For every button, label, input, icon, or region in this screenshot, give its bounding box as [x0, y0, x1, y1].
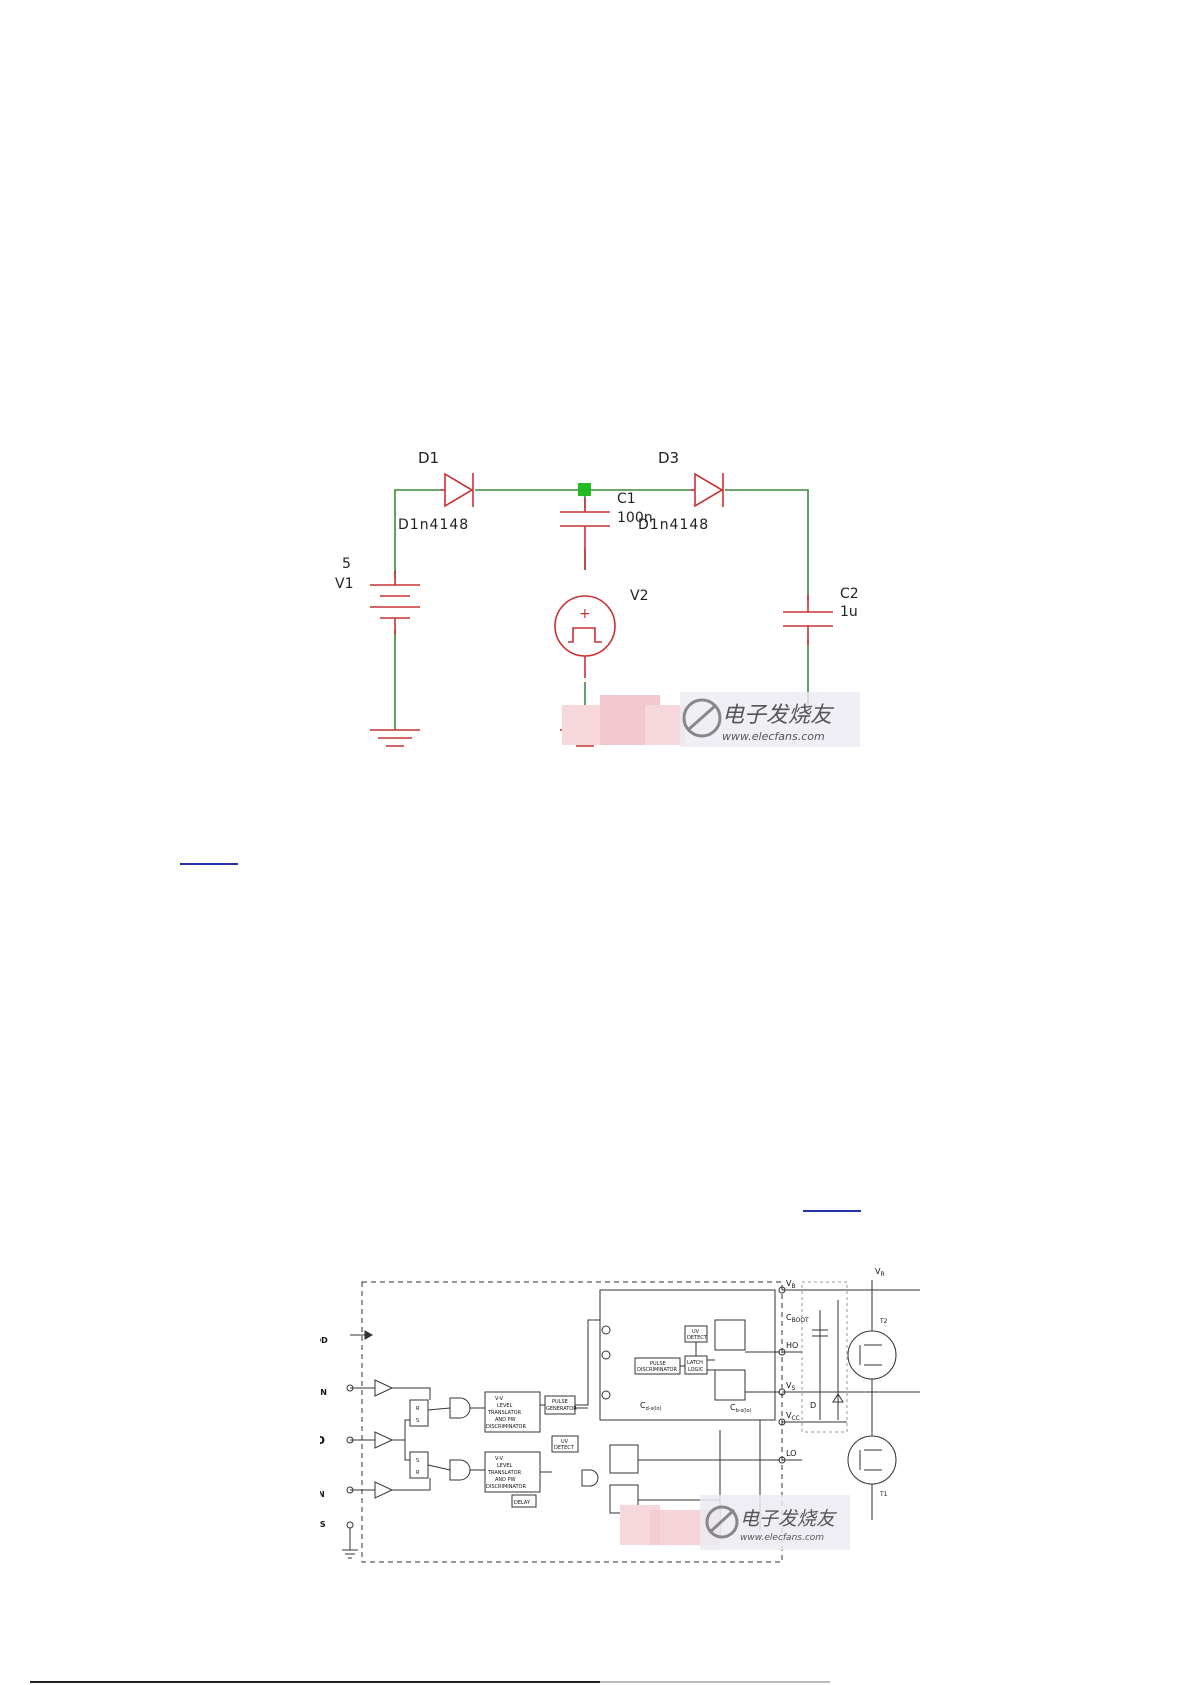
v1-ref-label: V1 — [335, 576, 353, 592]
pin-d-label: D — [810, 1401, 816, 1410]
rs-latch-s: S — [416, 1418, 419, 1424]
delay-label: DELAY — [514, 1500, 531, 1506]
high-side-switch-1 — [714, 1319, 746, 1351]
v1-value-label: 5 — [342, 556, 351, 572]
footer-rule — [30, 1681, 830, 1683]
pulse-gen-line-b: GENERATOR — [546, 1406, 577, 1412]
high-side-region — [599, 1289, 776, 1421]
pin-lo-label: LO — [786, 1449, 796, 1458]
pin-vr-label: VR — [875, 1267, 885, 1278]
pin-hin-label: HIN — [320, 1382, 327, 1397]
pulse-disc-line-a: PULSE — [650, 1361, 666, 1367]
watermark-2-cn-text: 电子发烧友 — [740, 1508, 837, 1530]
and-gate-low-icon — [449, 1459, 471, 1481]
capacitor-c1-icon — [560, 498, 610, 560]
rs-latch-high — [409, 1399, 429, 1427]
high-side-switch-2 — [714, 1369, 746, 1401]
cd-label: Cd-s(lo) — [640, 1401, 662, 1412]
footer-rule-light — [600, 1681, 830, 1683]
d3-part-label: D1n4148 — [638, 517, 709, 533]
and-gate-output-icon — [581, 1469, 599, 1487]
lt1-line-a: V — [495, 1396, 499, 1402]
uv-hi-line-a: UV — [692, 1329, 700, 1335]
pin-cboot-label: CBOOT — [786, 1313, 809, 1324]
pin-vb-label: VB — [786, 1279, 796, 1290]
lt2-line-b: -V — [498, 1456, 504, 1462]
buffer-hin-icon — [374, 1379, 394, 1397]
delay-block — [511, 1494, 537, 1508]
lt2-line-a: V — [495, 1456, 499, 1462]
d1-ref-label: D1 — [418, 449, 439, 467]
sr-latch-r: R — [416, 1470, 420, 1476]
svg-text:V-V: V-V — [495, 1396, 504, 1402]
mosfet-t2-icon — [847, 1330, 897, 1380]
uv-lo-line-b: DETECT — [554, 1445, 575, 1451]
buffer-lin-icon — [374, 1481, 394, 1499]
pin-vcc-label: VCC — [786, 1411, 800, 1422]
lt1-line-b: -V — [498, 1396, 504, 1402]
hyperlink-underline-1[interactable] — [180, 863, 238, 865]
charge-pump-schematic: + D1 D1n4148 D3 D1n4148 C1 100n C2 1u 5 … — [335, 449, 860, 747]
c2-value-label: 1u — [840, 604, 858, 620]
lt1-line-d: TRANSLATOR — [487, 1410, 522, 1416]
watermark-url-text: www.elecfans.com — [722, 730, 825, 743]
pin-vss-label: VSS — [320, 1514, 326, 1529]
pulse-gen-line-a: PULSE — [552, 1399, 568, 1405]
c1-ref-label: C1 — [617, 491, 636, 507]
half-bridge-driver-diagram: VDD HIN SD LIN VSS VB CBOOT HO VS VCC LO… — [320, 1267, 920, 1563]
v2-plus-sign: + — [579, 606, 591, 622]
latch-line-b: LOGIC — [688, 1367, 704, 1373]
lt2-line-c: LEVEL — [497, 1463, 513, 1469]
lt2-line-e: AND PW — [495, 1477, 516, 1483]
mosfet-t2-label: T2 — [879, 1318, 888, 1325]
lt2-line-f: DISCRIMINATOR — [486, 1484, 526, 1490]
c2-ref-label: C2 — [840, 586, 859, 602]
watermark-cn-text: 电子发烧友 — [722, 703, 835, 728]
buffer-sd-icon — [374, 1431, 394, 1449]
c1-value-label: 100n — [617, 510, 653, 526]
pin-sd-label: SD — [320, 1434, 325, 1447]
and-gate-high-icon — [449, 1397, 471, 1419]
pulse-disc-line-b: DISCRIMINATOR — [637, 1367, 677, 1373]
diode-d3-icon — [690, 472, 724, 508]
diode-d1-icon — [440, 472, 474, 508]
pin-ho-label: HO — [786, 1341, 798, 1350]
junction-node — [578, 483, 591, 496]
uv-detect-low-block — [551, 1435, 579, 1453]
low-side-switch-1 — [609, 1444, 639, 1474]
lt2-line-d: TRANSLATOR — [487, 1470, 522, 1476]
watermark-logo: 电子发烧友 www.elecfans.com — [562, 692, 860, 747]
pulse-source-v2-icon — [554, 560, 616, 678]
battery-v1-icon — [370, 570, 420, 635]
hyperlink-underline-2[interactable] — [803, 1210, 861, 1212]
ground-v1-icon — [370, 729, 420, 747]
d3-ref-label: D3 — [658, 449, 679, 467]
pin-vdd-label: VDD — [320, 1330, 328, 1345]
uv-hi-line-b: DETECT — [687, 1335, 708, 1341]
pin-lin-label: LIN — [320, 1484, 325, 1499]
latch-line-a: LATCH — [687, 1360, 703, 1366]
lt1-line-c: LEVEL — [497, 1403, 513, 1409]
bootstrap-region — [801, 1281, 848, 1433]
v2-ref-label: V2 — [630, 588, 648, 604]
d1-part-label: D1n4148 — [398, 517, 469, 533]
wire-v1-d1 — [394, 489, 440, 578]
pin-vs-label: VS — [786, 1381, 795, 1392]
level-translator-high — [484, 1391, 541, 1433]
uv-lo-line-a: UV — [561, 1439, 569, 1445]
sr-latch-s: S — [416, 1458, 419, 1464]
mosfet-t1-label: T1 — [879, 1491, 888, 1498]
wire-d3-c2 — [725, 489, 809, 600]
watermark-2-url-text: www.elecfans.com — [740, 1533, 824, 1543]
svg-text:V-V: V-V — [495, 1456, 504, 1462]
cb-label: Cb-s(lo) — [730, 1403, 752, 1414]
rs-latch-r: R — [416, 1406, 420, 1412]
lt1-line-f: DISCRIMINATOR — [486, 1424, 526, 1430]
capacitor-c2-icon — [783, 595, 833, 645]
lt1-line-e: AND PW — [495, 1417, 516, 1423]
mosfet-t1-icon — [847, 1435, 897, 1485]
watermark-logo-2: 电子发烧友 www.elecfans.com — [620, 1495, 850, 1550]
